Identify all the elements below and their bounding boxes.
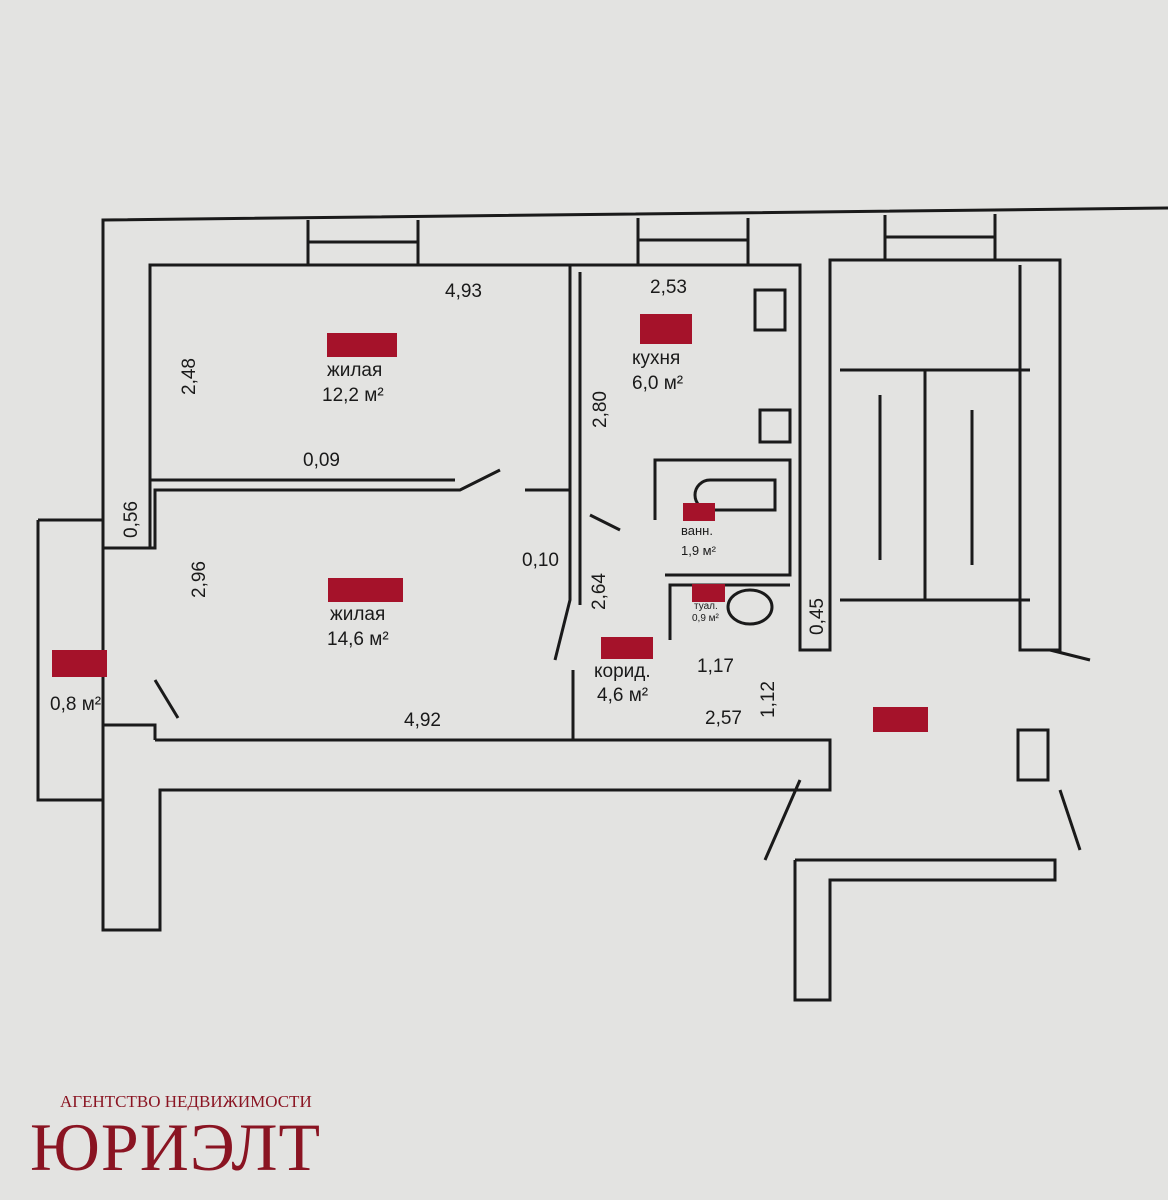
dim: 2,53 <box>650 277 687 298</box>
dim: 1,17 <box>697 656 734 677</box>
dim: 2,80 <box>590 391 611 428</box>
redaction <box>683 503 715 521</box>
dim: 2,64 <box>589 573 610 610</box>
dim: 2,96 <box>189 561 210 598</box>
dim: 0,45 <box>807 598 828 635</box>
room-area-bath: 1,9 м² <box>681 543 717 558</box>
redaction <box>640 314 692 344</box>
redaction <box>873 707 928 732</box>
dim: 0,56 <box>121 501 142 538</box>
walls <box>36 206 1168 1002</box>
room-area-living2: 14,6 м² <box>327 629 389 650</box>
redaction <box>328 578 403 602</box>
logo-subtitle: АГЕНТСТВО НЕДВИЖИМОСТИ <box>60 1092 312 1111</box>
dim: 0,09 <box>303 450 340 471</box>
dim: 2,57 <box>705 708 742 729</box>
redaction <box>327 333 397 357</box>
room-area-living1: 12,2 м² <box>322 385 384 406</box>
room-name-living1: жилая <box>327 360 382 381</box>
dimensions: 4,93 2,48 2,53 2,80 0,09 0,56 2,96 0,10 … <box>121 277 828 731</box>
room-area-balcony: 0,8 м² <box>50 694 101 715</box>
redaction <box>52 650 107 677</box>
room-name-toilet: туал. <box>694 601 718 612</box>
redaction <box>692 584 725 602</box>
dim: 4,92 <box>404 710 441 731</box>
room-name-living2: жилая <box>330 604 385 625</box>
room-area-toilet: 0,9 м² <box>692 613 720 624</box>
room-name-kitchen: кухня <box>632 348 680 369</box>
dim: 1,12 <box>758 681 779 718</box>
redaction <box>601 637 653 659</box>
room-name-bath: ванн. <box>681 523 713 538</box>
room-name-corridor: корид. <box>594 661 651 682</box>
dim: 4,93 <box>445 281 482 302</box>
dim: 0,10 <box>522 550 559 571</box>
room-area-kitchen: 6,0 м² <box>632 373 683 394</box>
room-area-corridor: 4,6 м² <box>597 685 648 706</box>
room-labels: жилая 12,2 м² кухня 6,0 м² ванн. 1,9 м² … <box>50 314 928 732</box>
logo-name: ЮРИЭЛТ <box>30 1109 322 1185</box>
dim: 2,48 <box>179 358 200 395</box>
